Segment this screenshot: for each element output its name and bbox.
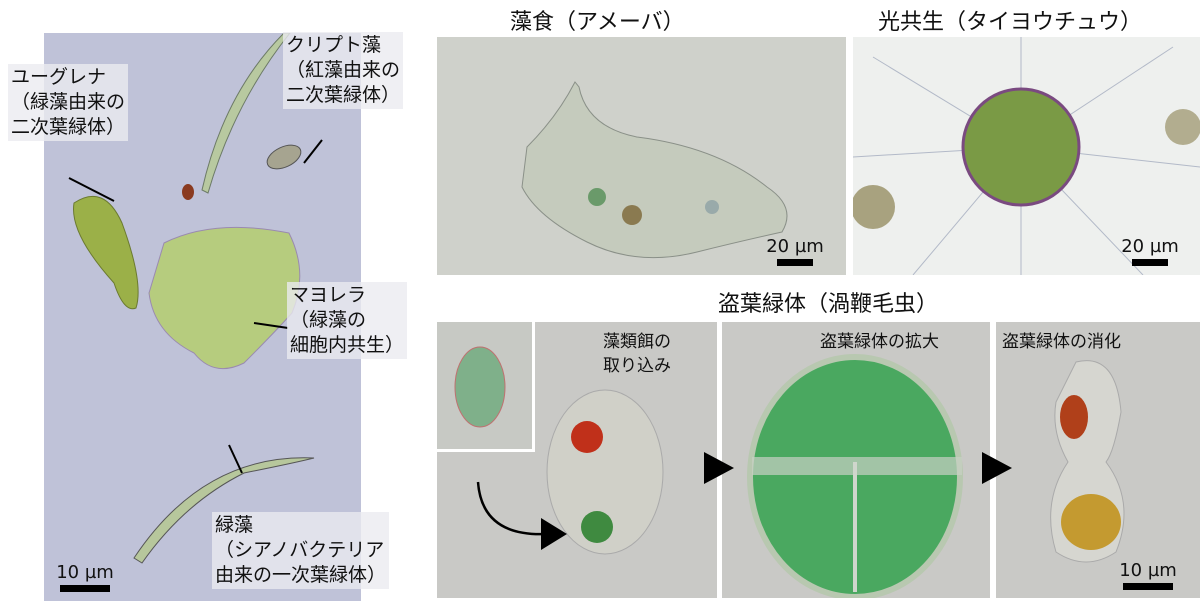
scale-bar-label: 10 µm [56, 562, 114, 583]
cryptophyte-cell [266, 144, 302, 170]
step-label-digest: 盗葉緑体の消化 [1002, 332, 1121, 352]
euglena-label: ユーグレナ （緑藻由来の 二次葉緑体） [8, 64, 129, 141]
scale-bar-heliozoa: 20 µm [1110, 236, 1190, 266]
arrow-right-icon [982, 452, 1012, 484]
arrow-head-icon [541, 518, 567, 550]
kleptoplasty-title: 盗葉緑体（渦鞭毛虫） [718, 292, 939, 317]
mayorella-cell [148, 226, 301, 370]
amoeba-cell [521, 81, 788, 259]
heliozoa-micrograph [853, 37, 1200, 275]
enlarged-kleptoplast-micrograph: 盗葉緑体の拡大 [722, 322, 990, 598]
scale-bar-label: 20 µm [1121, 236, 1179, 257]
mayorella-label: マヨレラ （緑藻の 細胞内共生） [287, 282, 408, 359]
micrograph-cells [68, 33, 323, 564]
heliozoa-title: 光共生（タイヨウチュウ） [878, 10, 1143, 35]
cryptophyte-needle [201, 33, 291, 194]
amoeba-title: 藻食（アメーバ） [510, 10, 685, 35]
scale-bar-label: 10 µm [1119, 560, 1177, 581]
step-label-enlarge: 盗葉緑体の拡大 [820, 332, 939, 352]
cryptophyte-label: クリプト藻 （紅藻由来の 二次葉緑体） [283, 32, 404, 109]
arrow-right-icon [704, 452, 734, 484]
uptake-micrograph: 藻類餌の 取り込み [437, 322, 717, 598]
heliozoa-cell [961, 87, 1081, 207]
scale-bar-amoeba: 20 µm [755, 236, 835, 266]
scale-bar-left: 10 µm [50, 562, 120, 592]
step-label-uptake: 藻類餌の 取り込み [603, 332, 671, 376]
scale-bar-label: 20 µm [766, 236, 824, 257]
green-alga-label: 緑藻 （シアノバクテリア 由来の一次葉緑体） [212, 512, 390, 589]
amoeba-micrograph [437, 37, 846, 275]
prey-inset [437, 322, 535, 452]
green-alga-cell [133, 457, 315, 564]
scale-bar-dinoflagellate: 10 µm [1108, 560, 1188, 590]
digestion-micrograph: 盗葉緑体の消化 [996, 322, 1200, 598]
euglena-cell [73, 195, 139, 310]
